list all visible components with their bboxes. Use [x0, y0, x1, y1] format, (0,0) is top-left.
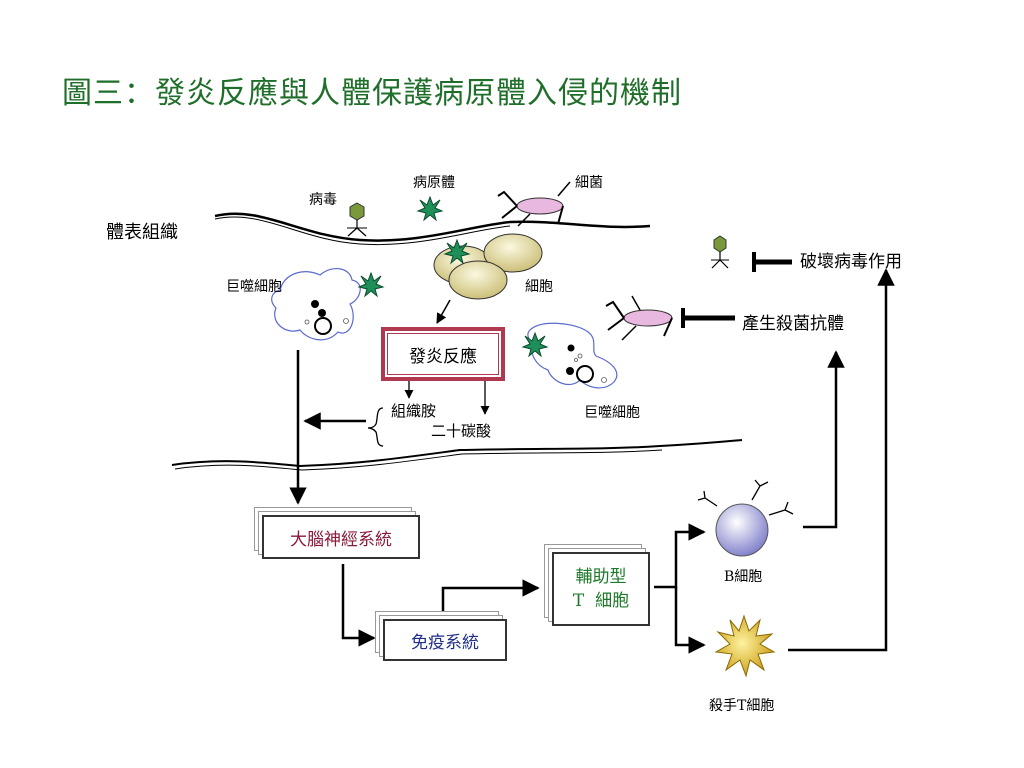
virus-icon-right: [711, 235, 729, 269]
killer-t-cell-label: 殺手T細胞: [709, 698, 775, 714]
produce-antibody-label: 產生殺菌抗體: [742, 314, 844, 334]
cells-icon: [433, 233, 543, 300]
macrophage-right-icon: [527, 322, 618, 389]
histamine-label: 組織胺: [391, 402, 437, 420]
tissue-lower-boundary: [171, 439, 743, 471]
inhibit-bacteria-bar: [681, 308, 735, 328]
pathogen-star-near-macrophage-icon: [358, 272, 384, 297]
b-cell-label: B細胞: [724, 569, 763, 585]
arrow-brain-to-immune: [341, 564, 376, 647]
bacteria-icon-right: [605, 295, 673, 341]
pathogen-star-icon: [417, 196, 443, 221]
page-title: 圖三：發炎反應與人體保護病原體入侵的機制: [62, 76, 682, 111]
virus-label: 病毒: [309, 192, 337, 208]
macrophage-left-label: 巨噬細胞: [226, 279, 282, 295]
macrophage-right-label: 巨噬細胞: [584, 405, 640, 421]
body-tissue-label: 體表組織: [106, 222, 178, 243]
arrow-helper-t-to-killer-t: [674, 587, 706, 654]
cells-label: 細胞: [525, 279, 553, 295]
b-cell-icon: [697, 479, 794, 557]
virus-icon: [347, 202, 367, 237]
bacteria-label: 細菌: [575, 175, 603, 191]
arrow-immune-to-helper-t: [441, 579, 540, 612]
eicosanoid-label: 二十碳酸: [431, 422, 492, 440]
helper-t-label-line2: T 細胞: [572, 591, 630, 611]
brain-nervous-system-label: 大腦神經系統: [290, 529, 392, 550]
immune-system-box: 免疫系統: [383, 619, 507, 661]
brace: [367, 407, 384, 447]
arrow-b-cell-to-antibody: [803, 350, 845, 529]
arrow-helper-t-to-b-cell: [654, 523, 706, 589]
brain-nervous-system-box: 大腦神經系統: [262, 515, 420, 559]
macrophage-left-icon: [271, 267, 361, 341]
inhibit-virus-bar: [752, 252, 792, 272]
bacteria-icon: [497, 181, 571, 227]
inflammation-label: 發炎反應: [409, 346, 477, 367]
immune-system-label: 免疫系統: [411, 632, 479, 653]
arrow-killer-to-destroy-virus: [788, 268, 895, 652]
pathogen-star-on-macrophage-icon: [522, 332, 548, 357]
pathogen-label: 病原體: [413, 175, 455, 191]
helper-t-cell-box: 輔助型 T 細胞: [552, 552, 650, 626]
inflammation-box: 發炎反應: [381, 327, 505, 381]
arrow-cells-to-inflammation: [436, 299, 451, 324]
body-tissue-surface: [214, 212, 651, 246]
helper-t-label-line1: 輔助型: [575, 567, 627, 587]
destroy-virus-label: 破壞病毒作用: [800, 252, 902, 272]
killer-t-cell-icon: [714, 614, 776, 678]
